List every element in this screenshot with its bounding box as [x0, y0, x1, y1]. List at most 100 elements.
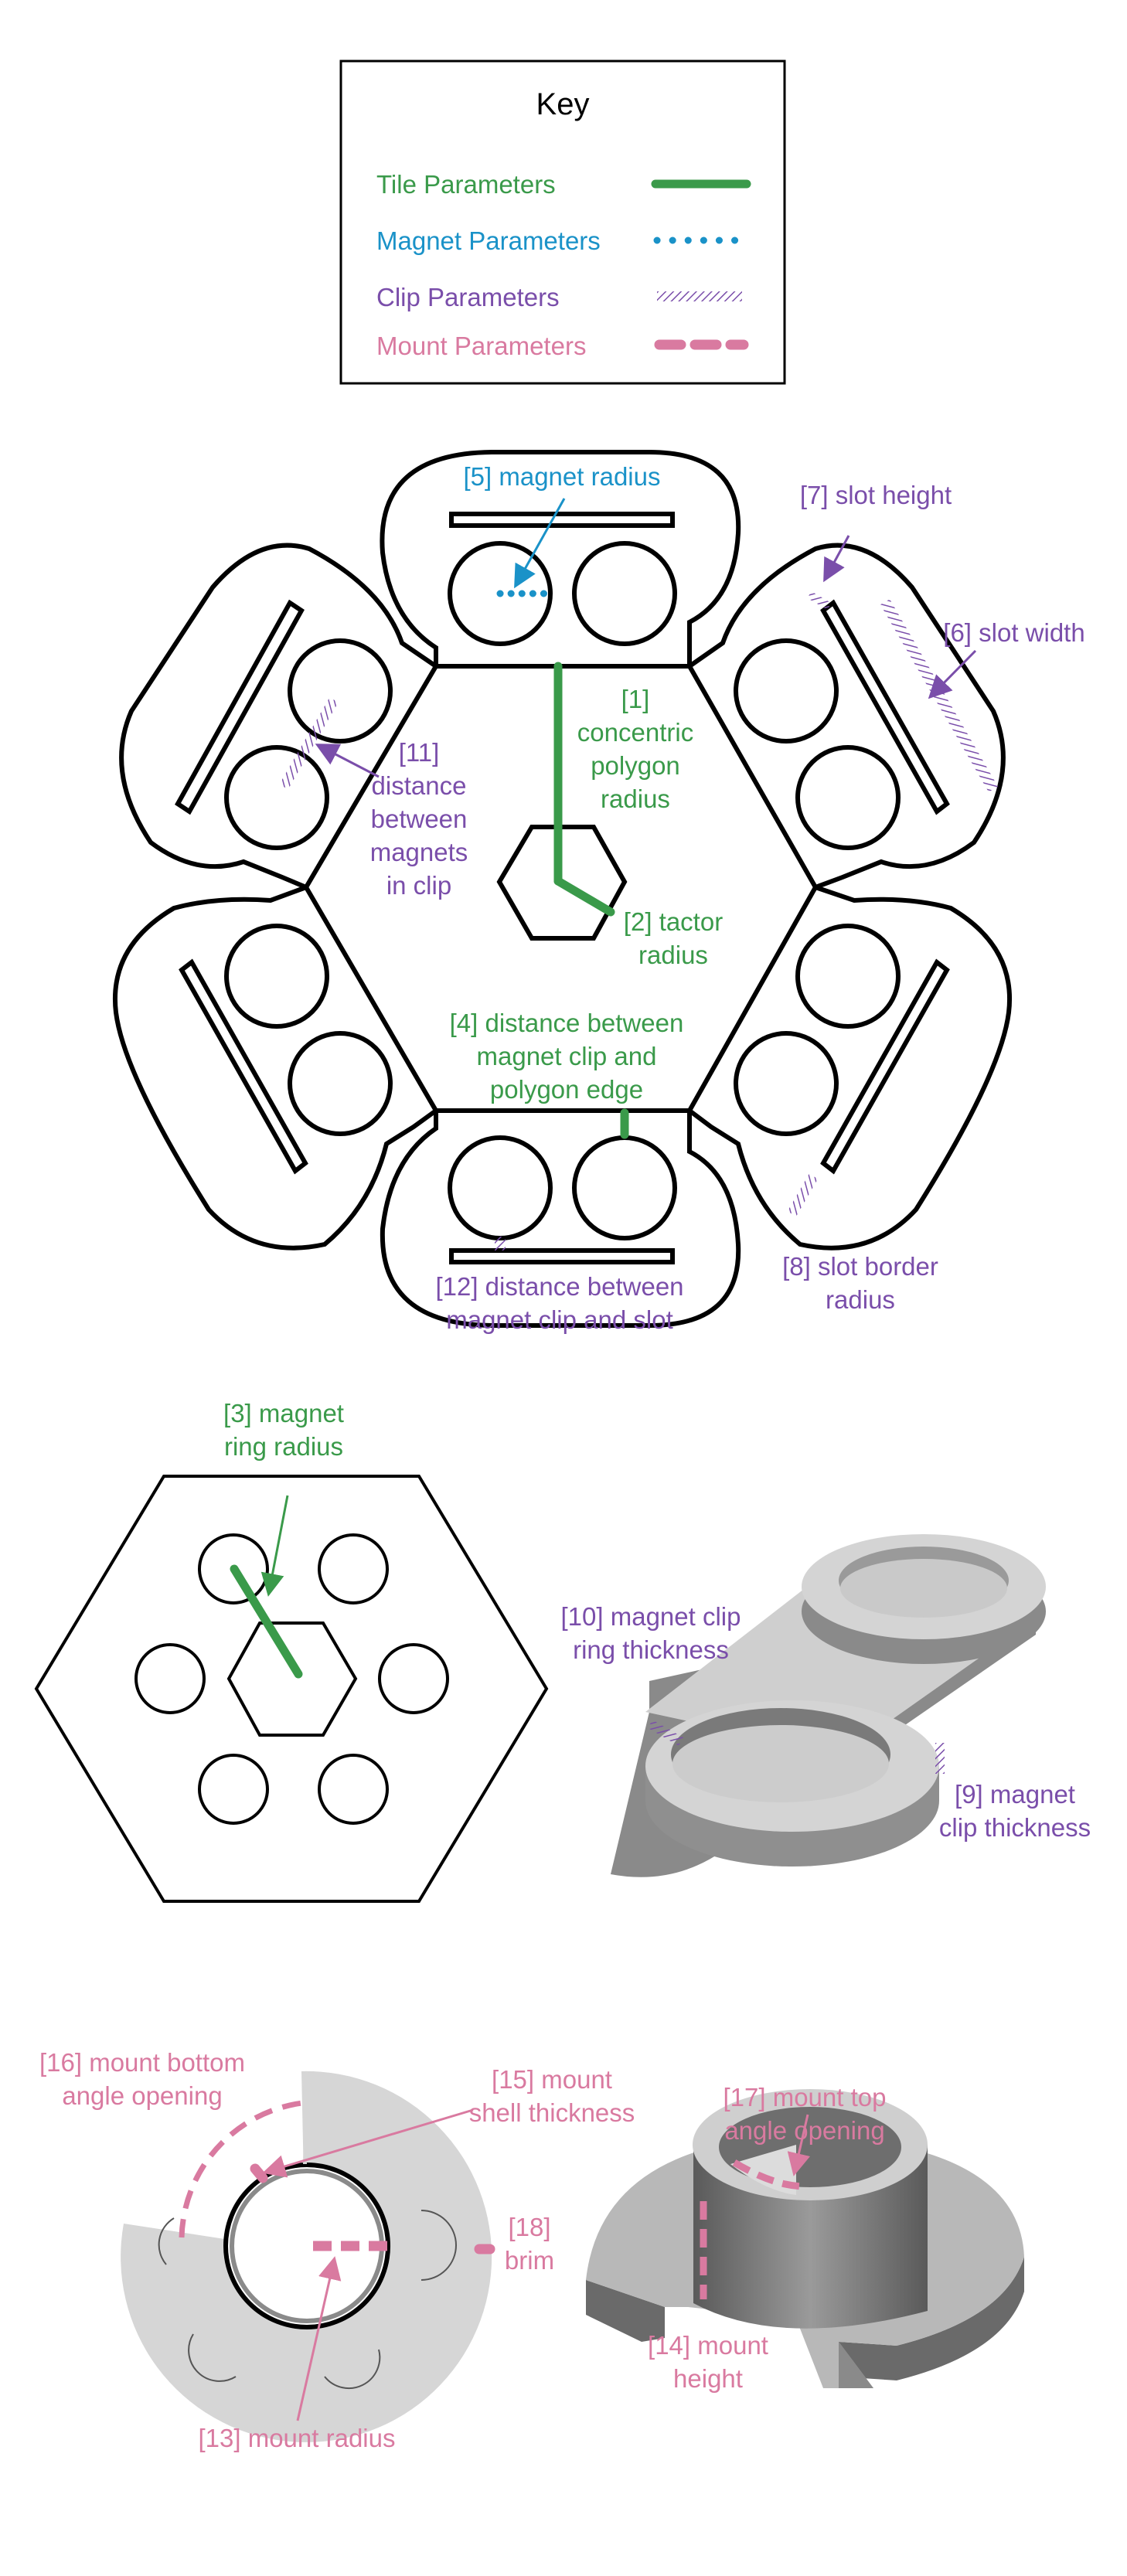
mount-base-side-right: [839, 2257, 1024, 2380]
key-legend: Key Tile Parameters Magnet Parameters Cl…: [339, 60, 786, 385]
magnet-lr-b: [734, 1031, 839, 1136]
label-dist-clip-4: magnets: [370, 838, 468, 866]
clip-slot-distance-marker: [495, 1237, 506, 1251]
clip-upper-left: [119, 543, 438, 890]
magnet-ur-b: [795, 745, 901, 850]
slot-lower-right: [820, 958, 950, 1175]
magnet-distance-arrow: [315, 744, 380, 778]
label-concentric-1: [1]: [621, 685, 650, 713]
magnet-lr-a: [795, 924, 901, 1029]
label-top-angle-1: [17] mount top: [724, 2083, 887, 2112]
slot-width-arrow: [928, 649, 977, 699]
label-slot-width: [6] slot width: [943, 618, 1084, 647]
ring-tactor-hexagon: [226, 1621, 358, 1737]
magnet-radius-arrow: [514, 498, 566, 589]
label-mount-radius: [13] mount radius: [199, 2424, 396, 2452]
mount-recess-4: [158, 2217, 175, 2265]
label-dist-edge-2: magnet clip and: [477, 1042, 657, 1070]
key-swatch-clip: [657, 291, 742, 301]
label-ring-thickness-1: [10] magnet clip: [561, 1602, 741, 1631]
mount-opening-edge: [303, 2071, 307, 2164]
label-shell-1: [15] mount: [492, 2065, 612, 2094]
label-ring-radius-1: [3] magnet: [223, 1399, 344, 1428]
clip-front-disc-hole-floor: [672, 1725, 889, 1802]
mount-recess-3: [188, 2333, 237, 2382]
mount-recesses: [158, 2210, 457, 2390]
magnet-ur-a: [734, 638, 839, 744]
label-tactor-2: radius: [638, 941, 708, 969]
label-brim-2: brim: [505, 2246, 554, 2275]
mount-shell-ring: [223, 2163, 390, 2329]
label-ring-radius-2: ring radius: [224, 1432, 343, 1461]
ring-magnet-2: [318, 1533, 389, 1604]
label-tactor-1: [2] tactor: [624, 907, 723, 936]
key-label-clip: Clip Parameters: [376, 283, 560, 311]
ring-view-annotations: [3] magnet ring radius: [223, 1399, 344, 1679]
magnet-ll-b: [288, 1031, 393, 1136]
mount-base-side-left: [586, 2280, 665, 2342]
mount-radius-arrow: [296, 2256, 342, 2421]
ring-radius-arrow: [260, 1495, 289, 1597]
magnet-bottom-right: [572, 1135, 677, 1240]
label-dist-clip-5: in clip: [386, 871, 451, 900]
clip-top: [380, 450, 741, 666]
slot-height-marker: [807, 591, 832, 610]
clip-bottom: [380, 1111, 741, 1328]
magnet-distance-marker: [279, 697, 339, 790]
label-dist-slot-1: [12] distance between: [435, 1272, 683, 1301]
bottom-angle-marker: [179, 2099, 310, 2238]
ring-magnet-3: [378, 1643, 449, 1714]
slot-bottom: [449, 1248, 675, 1264]
magnet-top-left: [448, 541, 553, 646]
clip-lower-right: [688, 885, 1012, 1251]
ring-magnet-5: [198, 1754, 269, 1825]
mount-recess-1: [420, 2210, 457, 2281]
slot-upper-right: [820, 599, 950, 815]
label-bottom-angle-1: [16] mount bottom: [39, 2048, 245, 2077]
mount-3d-view: [586, 2089, 1024, 2388]
ring-magnet-4: [318, 1754, 389, 1825]
label-concentric-3: polygon: [591, 751, 680, 780]
label-dist-clip-3: between: [371, 805, 468, 833]
magnet-bottom-left: [448, 1135, 553, 1240]
key-box: [339, 60, 786, 385]
ring-magnet-6: [134, 1643, 206, 1714]
tile-top-view: [113, 450, 1012, 1328]
slot-height-arrow: [823, 535, 850, 583]
label-height-1: [14] mount: [648, 2331, 768, 2360]
label-dist-clip-2: distance: [372, 771, 467, 800]
label-bottom-angle-2: angle opening: [62, 2081, 222, 2110]
tactor-radius-marker: [553, 876, 615, 917]
slot-lower-left: [179, 958, 308, 1175]
label-ring-thickness-2: ring thickness: [573, 1635, 729, 1664]
label-top-angle-2: angle opening: [724, 2116, 884, 2145]
key-label-tile: Tile Parameters: [376, 170, 556, 199]
clip-back-disc-hole-floor: [840, 1559, 1007, 1618]
mount-top-view: [121, 2071, 492, 2442]
top-angle-arrow: [787, 2114, 810, 2176]
key-label-magnet: Magnet Parameters: [376, 226, 601, 255]
label-dist-edge-3: polygon edge: [490, 1075, 643, 1104]
clip-3d-view: [611, 1534, 1046, 1877]
label-dist-clip-1: [11]: [399, 738, 440, 767]
slot-border-marker: [787, 1173, 819, 1217]
mount-top-annotations: [16] mount bottom angle opening [15] mou…: [39, 2048, 635, 2452]
label-dist-edge-1: [4] distance between: [450, 1009, 684, 1037]
label-height-2: height: [673, 2364, 743, 2393]
label-shell-2: shell thickness: [469, 2098, 635, 2127]
ring-magnet-1: [198, 1533, 269, 1604]
label-magnet-radius: [5] magnet radius: [464, 462, 661, 491]
magnet-top-right: [572, 541, 677, 646]
magnet-ul-b: [224, 745, 329, 850]
mount-3d-annotations: [17] mount top angle opening [14] mount …: [648, 2083, 886, 2393]
clip-upper-right: [688, 543, 1006, 890]
label-slot-border-2: radius: [826, 1285, 895, 1314]
label-slot-border-1: [8] slot border: [782, 1252, 938, 1281]
label-brim-1: [18]: [508, 2213, 550, 2241]
clip-lower-left: [113, 885, 438, 1251]
ring-radius-marker: [230, 1564, 303, 1679]
mount-cylinder-notch: [730, 2145, 796, 2195]
ring-thickness-marker: [648, 1720, 683, 1746]
tactor-hexagon: [496, 825, 628, 941]
shell-thickness-marker: [250, 2163, 268, 2183]
